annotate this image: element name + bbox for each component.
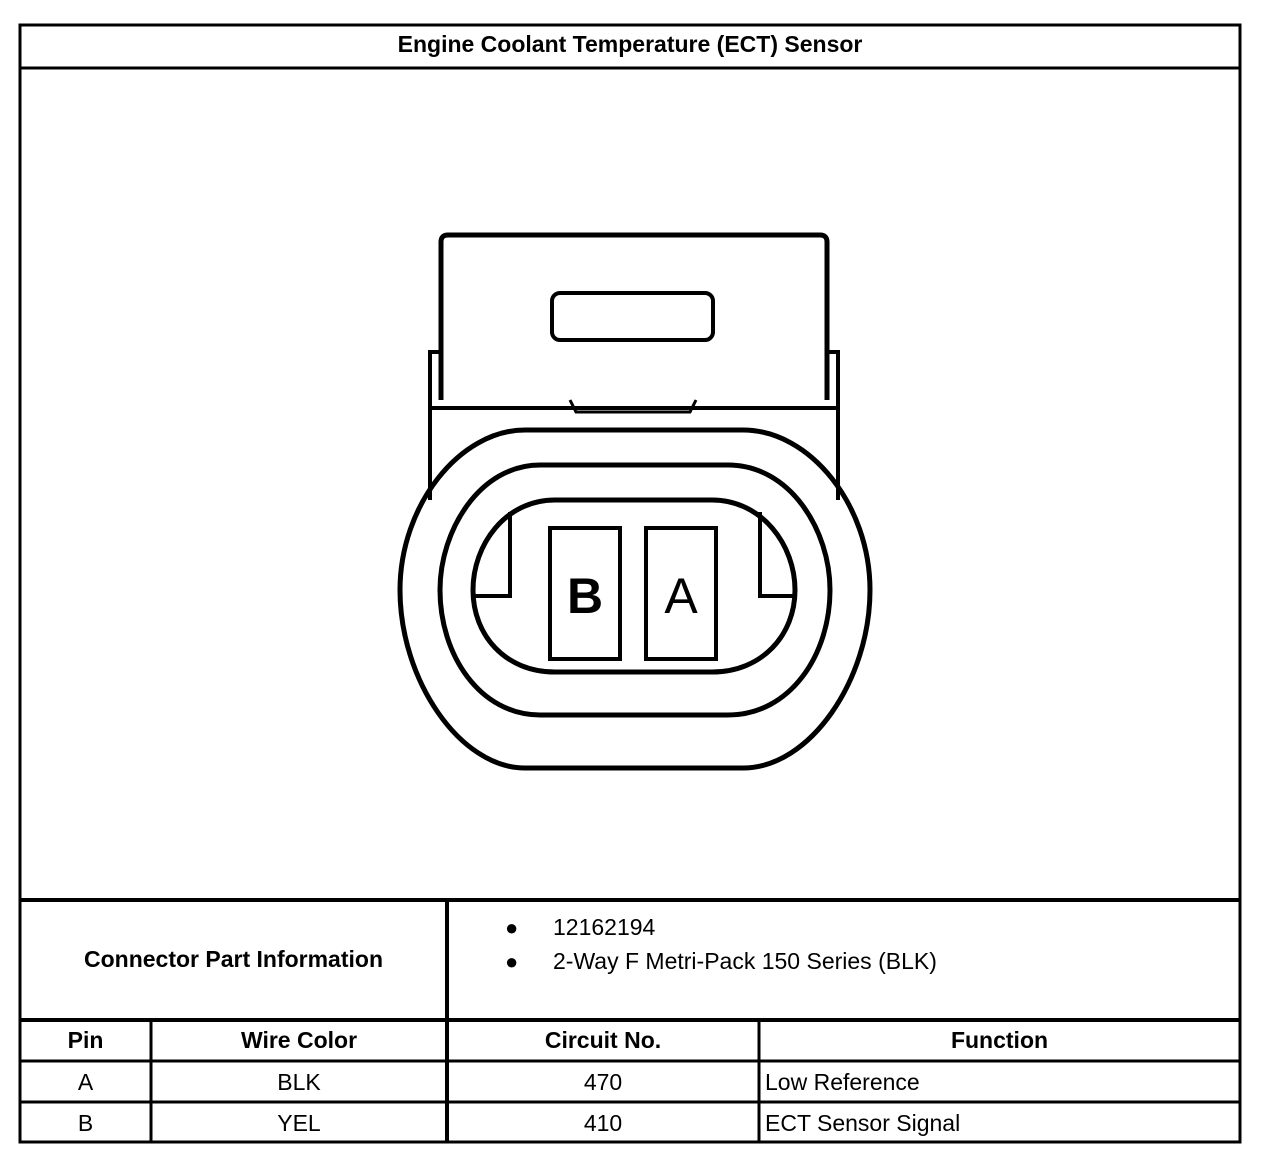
header-pin: Pin — [67, 1027, 104, 1053]
connector-face-drawing — [397, 232, 873, 771]
cell-wire-color: BLK — [277, 1069, 321, 1095]
header-function: Function — [950, 1027, 1049, 1053]
cell-pin: A — [77, 1069, 94, 1095]
pin-label-b: B — [567, 568, 603, 624]
header-wire-color: Wire Color — [240, 1027, 358, 1053]
connector-part-info-label: Connector Part Information — [83, 946, 383, 972]
bullet-icon: ● — [505, 949, 519, 974]
pin-cavity-a — [644, 526, 718, 661]
pin-cavity-b — [548, 526, 622, 661]
cell-circuit: 470 — [583, 1069, 623, 1095]
bullet-icon: ● — [505, 915, 519, 940]
cell-function: ECT Sensor Signal — [765, 1110, 961, 1136]
part-number: 12162194 — [553, 914, 656, 940]
diagram-title: Engine Coolant Temperature (ECT) Sensor — [397, 31, 863, 57]
cell-pin: B — [77, 1110, 94, 1136]
header-circuit: Circuit No. — [544, 1027, 662, 1053]
latch-slot — [550, 291, 715, 342]
connector-description: 2-Way F Metri-Pack 150 Series (BLK) — [553, 948, 937, 974]
cell-circuit: 410 — [583, 1110, 623, 1136]
pin-label-a: A — [664, 568, 698, 624]
cell-wire-color: YEL — [277, 1110, 321, 1136]
cell-function: Low Reference — [765, 1069, 920, 1095]
